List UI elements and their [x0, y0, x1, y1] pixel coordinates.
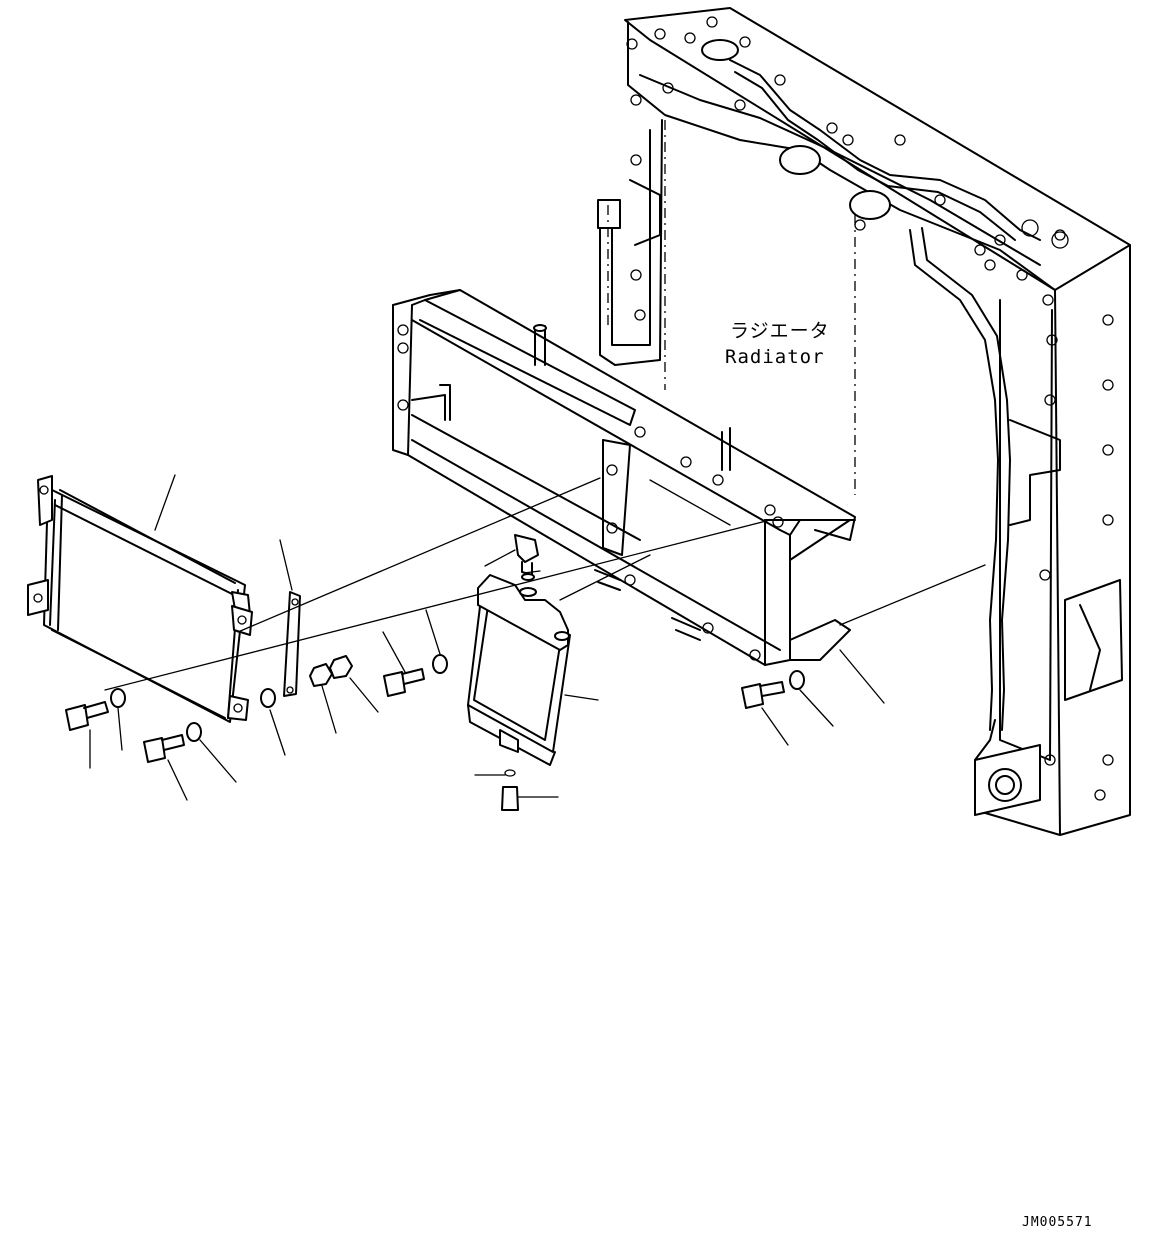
leader-lines [89, 474, 986, 801]
mounting-frame [392, 289, 856, 666]
bracket-plate [283, 591, 301, 697]
fasteners [65, 654, 805, 763]
condenser [27, 475, 253, 723]
oil-cooler [467, 534, 571, 811]
bolt-left-1 [65, 701, 109, 731]
bolt-right [741, 681, 785, 709]
radiator-label-en: Radiator [725, 346, 825, 368]
radiator-assembly [597, 7, 1131, 836]
drawing-code: JM005571 [1022, 1215, 1093, 1230]
bolt-center [383, 668, 425, 697]
radiator-label-jp: ラジエータ [730, 320, 830, 342]
bolt-left-2 [143, 734, 185, 763]
